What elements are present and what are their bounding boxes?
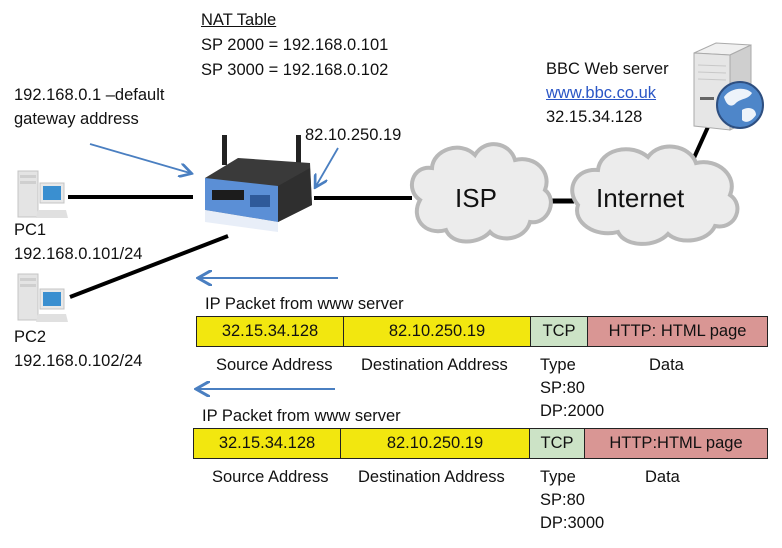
nat-table-row: SP 2000 = 192.168.0.101 (201, 36, 389, 54)
packet1-data-field: HTTP: HTML page (588, 317, 767, 346)
server-url-link[interactable]: www.bbc.co.uk (546, 84, 657, 102)
router-wan-ip: 82.10.250.19 (305, 126, 402, 144)
globe-icon (716, 81, 764, 129)
packet1-destination-label: Destination Address (361, 356, 508, 374)
packet2-data-field: HTTP:HTML page (585, 429, 767, 458)
packet2-title: IP Packet from www server (202, 407, 401, 425)
packet2-type-field: TCP (530, 429, 585, 458)
packet1-title: IP Packet from www server (205, 295, 404, 313)
packet1: 32.15.34.128 82.10.250.19 TCP HTTP: HTML… (196, 316, 768, 347)
router-icon (205, 135, 312, 232)
internet-label: Internet (596, 183, 685, 213)
packet2-source-field: 32.15.34.128 (194, 429, 341, 458)
pc1-ip: 192.168.0.101/24 (14, 245, 143, 263)
internet-cloud (570, 144, 740, 246)
pc1-name: PC1 (14, 221, 47, 239)
packet1-source-label: Source Address (216, 356, 333, 374)
isp-cloud (410, 142, 553, 244)
packet2-data-label: Data (645, 468, 680, 486)
pc2-icon (17, 273, 68, 322)
packet2-type-label: Type (540, 468, 576, 486)
isp-label: ISP (455, 183, 497, 213)
gateway-label: 192.168.0.1 –default (14, 86, 165, 104)
packet1-destination-port: DP:2000 (540, 402, 605, 420)
packet1-destination-field: 82.10.250.19 (344, 317, 531, 346)
pc2-name: PC2 (14, 328, 47, 346)
packet1-source-port: SP:80 (540, 379, 585, 397)
packet2-source-port: SP:80 (540, 491, 585, 509)
packet2-destination-label: Destination Address (358, 468, 505, 486)
packet1-data-label: Data (649, 356, 684, 374)
packet1-source-field: 32.15.34.128 (197, 317, 344, 346)
gateway-label: gateway address (14, 110, 139, 128)
nat-table-title: NAT Table (201, 11, 277, 29)
packet2-source-label: Source Address (212, 468, 329, 486)
gateway-arrow (89, 143, 190, 173)
packet2-destination-port: DP:3000 (540, 514, 605, 532)
pc2-ip: 192.168.0.102/24 (14, 352, 143, 370)
packet2-destination-field: 82.10.250.19 (341, 429, 530, 458)
wan-ip-arrow (316, 147, 339, 186)
server-ip: 32.15.34.128 (546, 108, 643, 126)
packet2: 32.15.34.128 82.10.250.19 TCP HTTP:HTML … (193, 428, 768, 459)
packet1-type-field: TCP (531, 317, 588, 346)
pc1-icon (17, 170, 68, 218)
nat-table-row: SP 3000 = 192.168.0.102 (201, 61, 389, 79)
packet1-type-label: Type (540, 356, 576, 374)
server-name: BBC Web server (546, 60, 669, 78)
pc2-router-link (69, 234, 229, 299)
